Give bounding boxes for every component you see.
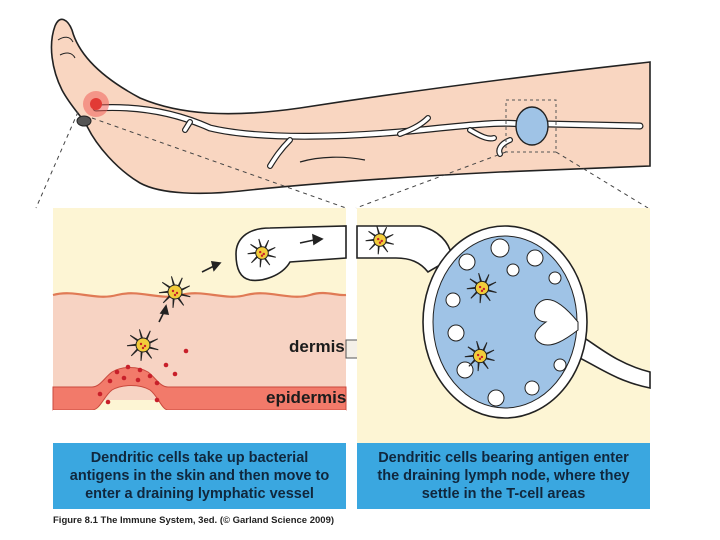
- figure-caption: Figure 8.1 The Immune System, 3ed. (© Ga…: [53, 515, 335, 526]
- dendritic-cell: [365, 225, 394, 255]
- lymphoid-follicles: [445, 238, 567, 407]
- caption-lymph-node: Dendritic cells bearing antigen enter th…: [357, 443, 650, 509]
- dendritic-cell: [247, 238, 276, 268]
- lymphatic-vessels: [92, 104, 644, 169]
- skin-panel: [52, 208, 347, 443]
- leg-illustration: [50, 18, 651, 195]
- bacteria: [97, 348, 189, 405]
- dendritic-cell: [464, 341, 495, 372]
- lymph-node-panel: [356, 208, 651, 443]
- lymph-node-zoom-box: [505, 99, 557, 153]
- dermis-top-edge: [52, 291, 347, 298]
- migration-arrows: [158, 233, 324, 323]
- leg-lymph-node: [515, 106, 549, 146]
- wound-object: [76, 115, 92, 127]
- dendritic-cell: [466, 273, 497, 304]
- infection-site: [90, 98, 102, 110]
- dermis-label: dermis: [289, 337, 345, 356]
- node-medulla: [534, 299, 579, 346]
- zoom-lines: [35, 111, 649, 209]
- dendritic-cell: [126, 329, 159, 361]
- dendritic-cell: [158, 276, 191, 308]
- toe-lines: [57, 36, 76, 59]
- dendritic-cells: [126, 225, 497, 372]
- caption-skin: Dendritic cells take up bacterial antige…: [53, 443, 346, 509]
- knee-fold: [299, 156, 366, 163]
- epidermis-label: epidermis: [266, 388, 347, 407]
